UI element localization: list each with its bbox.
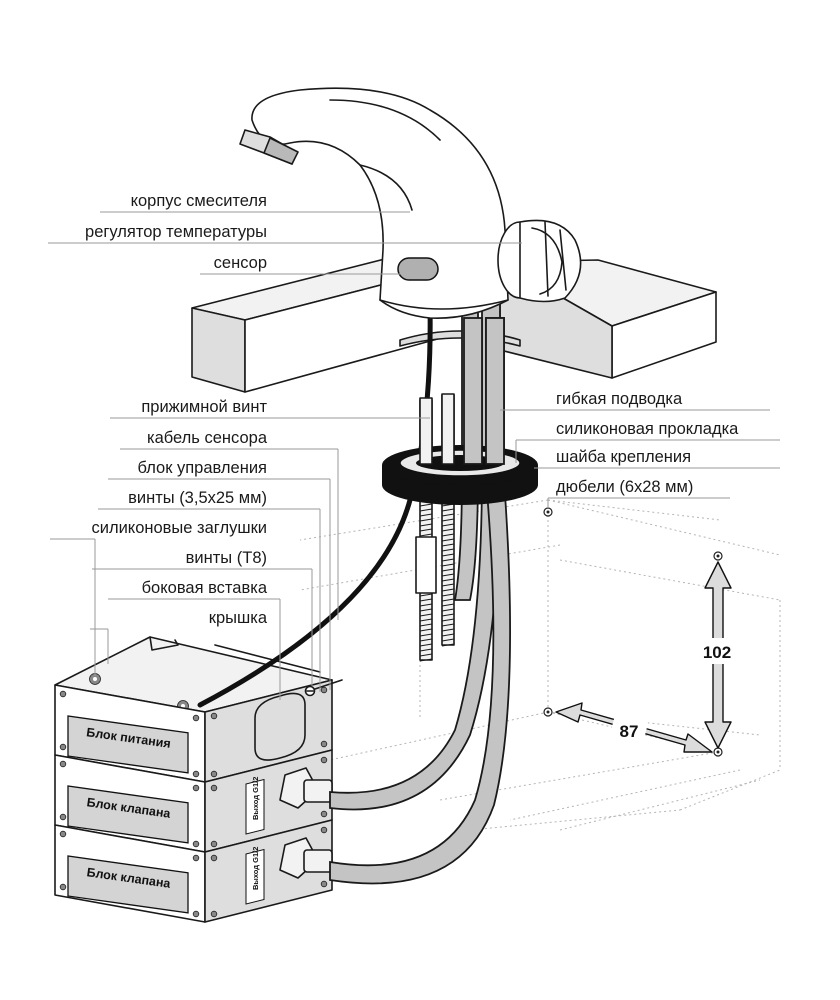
thread-mark	[419, 518, 433, 522]
label-screws-t8: винты (Т8)	[186, 549, 267, 567]
thread-mark	[441, 538, 455, 542]
thread-mark	[441, 628, 455, 632]
thread-mark	[441, 558, 455, 562]
thread-mark	[441, 523, 455, 527]
label-side-insert: боковая вставка	[142, 579, 268, 597]
thread-mark	[441, 638, 455, 642]
power-unit-box: Блок питания	[54, 679, 333, 783]
mounting-washer	[382, 445, 538, 505]
washer-pass-through	[419, 317, 505, 465]
control-unit-stack: Блок питания Блок клапана Выход G1/2	[54, 636, 343, 923]
thread-mark	[419, 643, 433, 647]
thread-mark	[441, 573, 455, 577]
thread-mark	[441, 563, 455, 567]
thread-mark	[441, 588, 455, 592]
dimension-height-value: 102	[703, 643, 731, 662]
thread-mark	[419, 633, 433, 637]
thread-mark	[441, 513, 455, 517]
thread-mark	[441, 528, 455, 532]
dimension-width-value: 87	[620, 722, 639, 741]
thread-mark	[441, 633, 455, 637]
thread-mark	[419, 638, 433, 642]
label-silicone-gasket: силиконовая прокладка	[556, 420, 739, 438]
faucet-body	[251, 87, 509, 319]
thread-mark	[419, 508, 433, 512]
flexible-hose-1	[329, 299, 501, 811]
thread-mark	[441, 568, 455, 572]
temperature-knob	[497, 219, 582, 303]
thread-mark	[441, 518, 455, 522]
label-dowels: дюбели (6х28 мм)	[556, 478, 693, 496]
thread-mark	[441, 608, 455, 612]
sensor-window	[397, 257, 439, 281]
valve-fitting-2	[279, 837, 333, 879]
thread-mark	[441, 583, 455, 587]
valve-outlet-label-2: Выход G1/2	[251, 847, 260, 890]
dowel-holes	[543, 507, 723, 757]
thread-mark	[441, 623, 455, 627]
thread-mark	[441, 508, 455, 512]
thread-mark	[441, 598, 455, 602]
faucet	[239, 87, 582, 319]
label-silicone-plugs: силиконовые заглушки	[91, 519, 267, 537]
label-cover: крышка	[209, 609, 268, 627]
thread-mark	[419, 658, 433, 662]
thread-mark	[419, 653, 433, 657]
thread-mark	[441, 603, 455, 607]
thread-mark	[441, 618, 455, 622]
thread-mark	[419, 533, 433, 537]
thread-mark	[441, 613, 455, 617]
thread-mark	[419, 603, 433, 607]
thread-mark	[441, 593, 455, 597]
label-clamp-screw: прижимной винт	[141, 398, 267, 416]
thread-mark	[419, 513, 433, 517]
thread-mark	[441, 548, 455, 552]
label-mounting-washer: шайба крепления	[556, 448, 691, 466]
thread-mark	[419, 623, 433, 627]
label-mixer-body: корпус смесителя	[131, 192, 267, 210]
thread-mark	[441, 578, 455, 582]
label-temperature-regulator: регулятор температуры	[85, 223, 267, 241]
label-sensor-cable: кабель сенсора	[147, 429, 268, 447]
label-sensor: сенсор	[214, 254, 267, 272]
thread-mark	[419, 528, 433, 532]
thread-mark	[419, 523, 433, 527]
thread-mark	[441, 533, 455, 537]
label-screws-35x25: винты (3,5х25 мм)	[128, 489, 267, 507]
leader-lines	[48, 211, 780, 700]
valve-fitting-1	[279, 767, 333, 809]
thread-mark	[419, 618, 433, 622]
screw-t8-icon	[304, 679, 343, 697]
labels-left: корпус смесителя регулятор температуры с…	[85, 192, 268, 627]
sensor-cable	[197, 302, 433, 708]
labels-right: гибкая подводка силиконовая прокладка ша…	[556, 390, 739, 496]
thread-mark	[419, 608, 433, 612]
dimension-height: 102	[696, 561, 738, 749]
aerator-icon	[239, 129, 299, 165]
thread-mark	[419, 613, 433, 617]
thread-mark	[441, 543, 455, 547]
thread-mark	[441, 643, 455, 647]
thread-mark	[419, 598, 433, 602]
thread-mark	[419, 648, 433, 652]
label-flexible-hose: гибкая подводка	[556, 390, 683, 408]
thread-mark	[419, 593, 433, 597]
valve-outlet-label-1: Выход G1/2	[251, 777, 260, 820]
dimension-width: 87	[555, 702, 713, 753]
thread-mark	[419, 503, 433, 507]
label-control-unit: блок управления	[138, 459, 268, 477]
side-insert-slot	[254, 692, 306, 761]
thread-mark	[441, 553, 455, 557]
thread-mark	[419, 628, 433, 632]
